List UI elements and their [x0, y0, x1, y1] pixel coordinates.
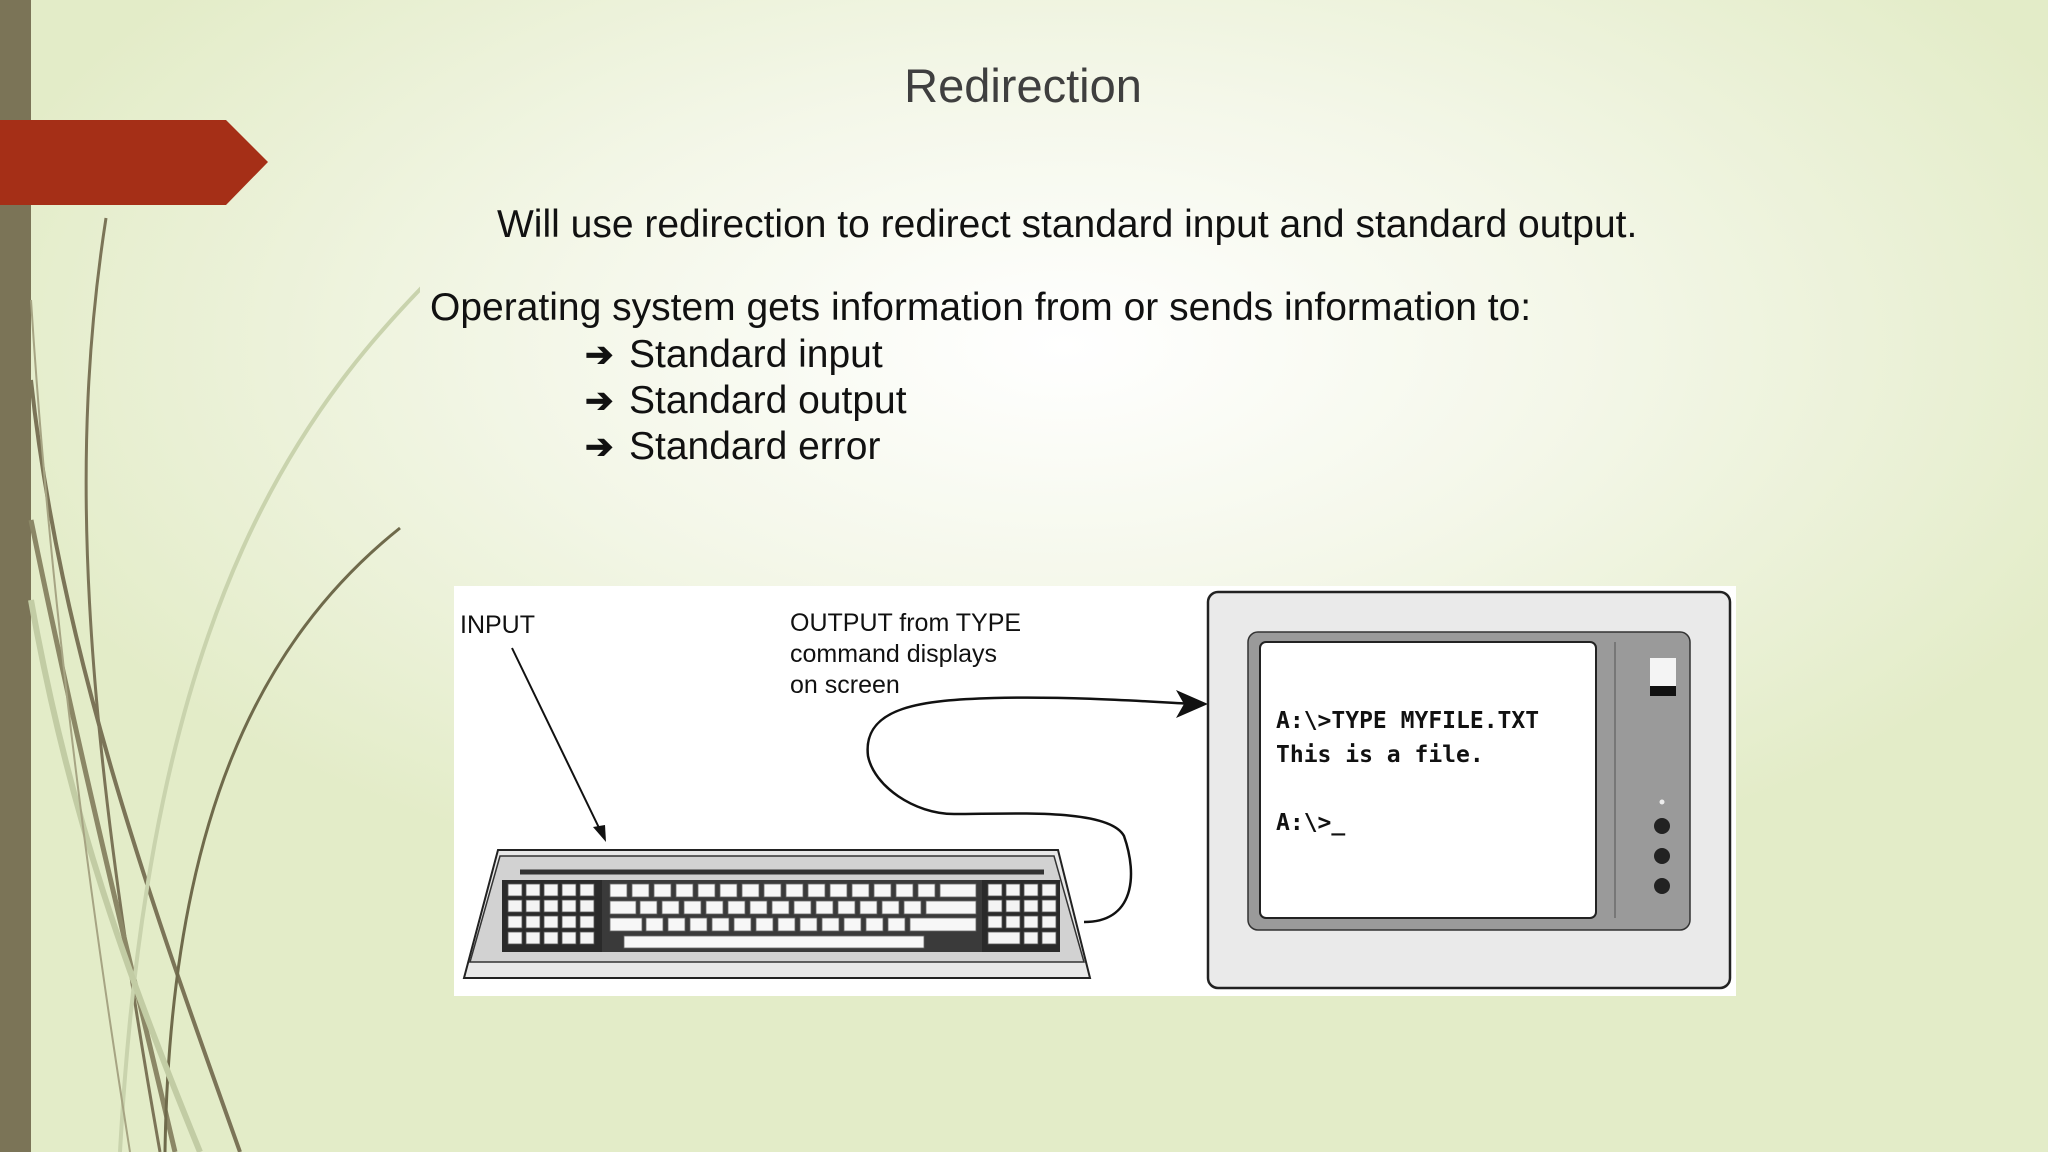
list-item: ➔Standard output	[585, 379, 907, 422]
slide-title: Redirection	[904, 59, 1142, 112]
figure-illustration	[462, 590, 1732, 990]
input-arrow-head	[593, 825, 606, 842]
grass-decoration	[28, 217, 420, 1152]
keyboard-icon	[462, 849, 1092, 979]
monitor-icon	[1206, 590, 1732, 990]
right-arrow-icon: ➔	[585, 336, 614, 374]
bullet-list: ➔Standard input ➔Standard output ➔Standa…	[585, 332, 907, 470]
output-label: OUTPUT from TYPE command displays on scr…	[790, 609, 1022, 699]
list-item: ➔Standard input	[585, 333, 883, 376]
right-arrow-icon: ➔	[585, 382, 614, 420]
lead-text: Operating system gets information from o…	[430, 286, 1532, 329]
accent-arrow-tab	[0, 120, 268, 205]
output-arrow-head	[1176, 690, 1208, 718]
redirection-figure: INPUT OUTPUT from TYPE command displays …	[454, 586, 1736, 996]
intro-text: Will use redirection to redirect standar…	[497, 203, 1638, 246]
input-label: INPUT	[460, 611, 535, 639]
right-arrow-icon: ➔	[585, 428, 614, 466]
list-item: ➔Standard error	[585, 425, 881, 468]
